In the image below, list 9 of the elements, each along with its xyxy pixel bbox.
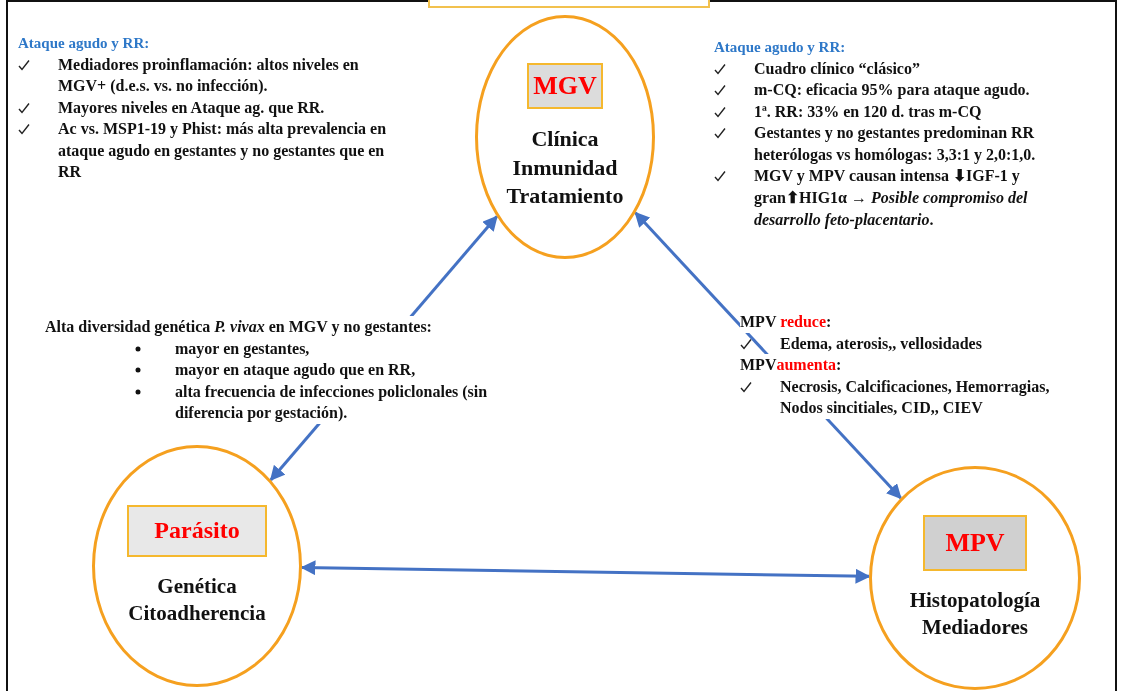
topic-text: Histopatología Mediadores <box>908 586 1042 641</box>
title-tag: Parásito <box>127 504 267 557</box>
topic-text: Genética Citoadherencia <box>127 572 267 627</box>
title-tag: MPV <box>923 514 1027 571</box>
title-tag: MGV <box>527 63 603 110</box>
double-arrow <box>300 560 871 584</box>
section-heading: Ataque agudo y RR: <box>18 34 150 53</box>
section-heading: Ataque agudo y RR: <box>714 38 846 57</box>
topic-text: Clínica Inmunidad Tratamiento <box>505 125 625 211</box>
